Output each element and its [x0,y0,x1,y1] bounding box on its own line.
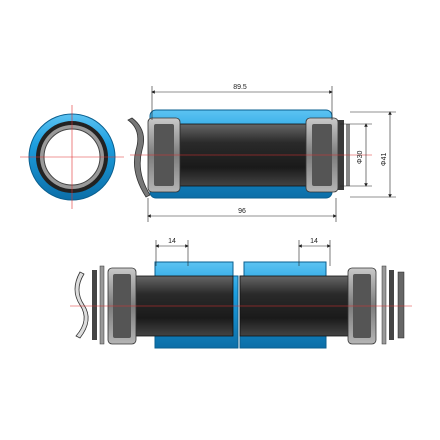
dim-label-phi30: Φ30 [357,151,364,164]
exploded-view [70,261,412,349]
assembled-view [127,109,372,199]
dim-label-phi41: Φ41 [381,153,388,166]
dim-label-14-right: 14 [310,238,318,245]
exploded-left-wave-seal [74,271,89,339]
exploded-left-washer-2 [99,265,105,345]
dim-cup-right: 14 [298,238,331,266]
dim-label-96: 96 [238,208,246,215]
exploded-left-washer-1 [92,270,97,340]
dim-cup-left: 14 [155,238,189,266]
dim-diameter-outer: Φ41 [350,111,396,198]
dim-label-14-left: 14 [168,238,176,245]
exploded-right-washer-2 [389,270,394,340]
end-view [20,105,124,209]
exploded-right-washer-1 [381,265,387,345]
dim-diameter-inner: Φ30 [340,123,372,187]
exploded-right-washer-3 [397,271,405,339]
dim-label-89-5: 89.5 [233,84,247,91]
assembled-left-seal [127,117,151,198]
dim-top-inner: 89.5 [151,84,333,120]
dim-top-outer: 96 [147,198,337,222]
